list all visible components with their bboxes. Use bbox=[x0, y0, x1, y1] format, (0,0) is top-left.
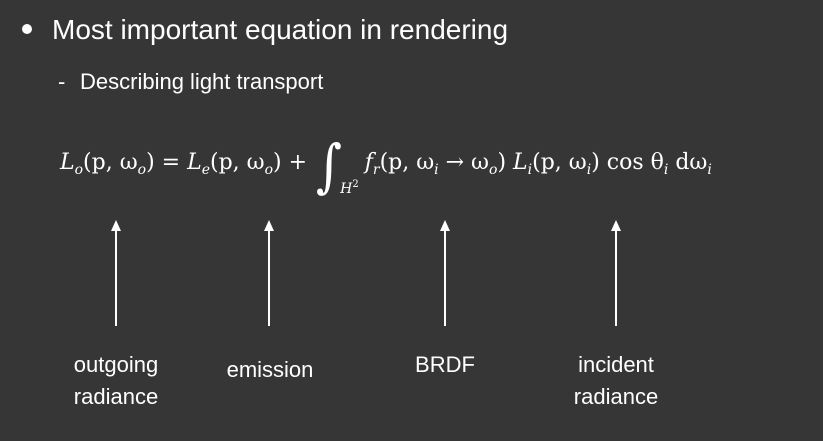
arrow-up-icon-outgoing bbox=[111, 220, 121, 326]
rendering-equation: Lo(p, ωo) = Le(p, ωo) + ∫H2fr(p, ωi → ωo… bbox=[60, 128, 820, 200]
eq-lo-sub: o bbox=[74, 162, 84, 178]
eq-domain: H bbox=[340, 181, 353, 197]
label-brdf: BRDF bbox=[385, 349, 505, 381]
eq-lo: L bbox=[60, 150, 75, 175]
label-outgoing-radiance: outgoing radiance bbox=[56, 349, 176, 413]
eq-lo-close: ) = bbox=[146, 150, 188, 175]
eq-lo-args-sub: o bbox=[137, 162, 147, 178]
eq-le-args: (p, ω bbox=[210, 150, 265, 175]
main-bullet: Most important equation in rendering bbox=[22, 12, 508, 48]
eq-fr-arrow: → ω bbox=[438, 150, 489, 175]
eq-li-args-sub: i bbox=[586, 162, 592, 178]
label-incident-line1: incident bbox=[578, 352, 654, 377]
arrow-up-icon-brdf bbox=[440, 220, 450, 326]
eq-fr-sub: r bbox=[372, 162, 380, 178]
label-emission: emission bbox=[210, 354, 330, 386]
bullet-dot-icon bbox=[22, 23, 32, 34]
eq-li: L bbox=[513, 150, 528, 175]
eq-li-close: ) cos θ bbox=[591, 150, 664, 175]
eq-fr-sub-o: o bbox=[489, 162, 498, 178]
eq-le-close: ) + bbox=[273, 150, 315, 175]
sub-bullet: -Describing light transport bbox=[58, 68, 323, 96]
eq-le-args-sub: o bbox=[264, 162, 274, 178]
eq-le: L bbox=[187, 150, 202, 175]
arrow-up-icon-incident bbox=[611, 220, 621, 326]
eq-dw: dω bbox=[668, 150, 708, 175]
eq-le-sub: e bbox=[201, 162, 210, 178]
eq-fr: f bbox=[364, 150, 373, 175]
eq-li-args: (p, ω bbox=[532, 150, 587, 175]
label-incident-line2: radiance bbox=[573, 384, 659, 409]
eq-fr-sub-i: i bbox=[434, 162, 439, 178]
main-bullet-text: Most important equation in rendering bbox=[52, 14, 509, 45]
sub-bullet-text: Describing light transport bbox=[80, 69, 324, 94]
eq-li-sub: i bbox=[527, 162, 533, 178]
label-outgoing-line1: outgoing bbox=[73, 352, 159, 377]
arrow-up-icon-emission bbox=[264, 220, 274, 326]
eq-domain-sup: 2 bbox=[352, 179, 359, 190]
eq-lo-args: (p, ω bbox=[83, 150, 138, 175]
eq-dw-sub: i bbox=[707, 162, 712, 178]
label-outgoing-line2: radiance bbox=[73, 384, 159, 409]
label-emission-text: emission bbox=[226, 357, 314, 382]
eq-theta-sub: i bbox=[663, 162, 669, 178]
label-incident-radiance: incident radiance bbox=[556, 349, 676, 413]
eq-fr-close: ) bbox=[497, 150, 514, 175]
label-brdf-text: BRDF bbox=[415, 352, 475, 377]
integral-domain: H2 bbox=[340, 154, 359, 224]
dash-icon: - bbox=[58, 69, 66, 94]
eq-fr-args: (p, ω bbox=[379, 150, 435, 175]
integral-sign: ∫ bbox=[316, 132, 343, 200]
